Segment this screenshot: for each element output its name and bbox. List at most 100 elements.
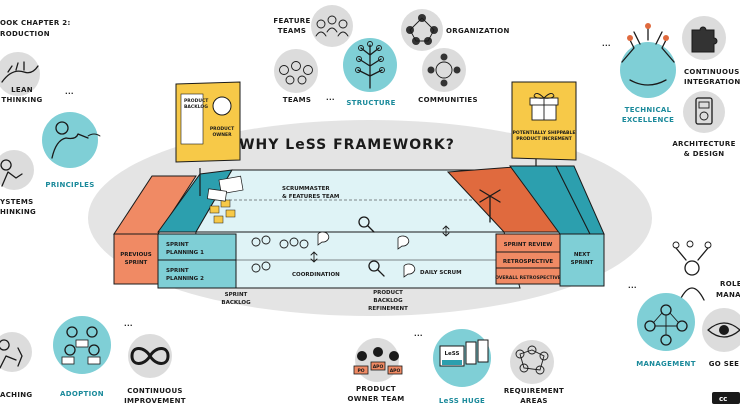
continuous-improvement-group: CONTINUOUS IMPROVEMENT [124, 334, 186, 405]
requirement-areas-label-2: AREAS [520, 397, 548, 405]
gift-box-icon [529, 93, 559, 121]
sprint-review-label: SPRINT REVIEW [504, 242, 553, 248]
main-title: WHY LeSS FRAMEWORK? [239, 137, 455, 153]
scrummaster-team: SCRUMMASTER & FEATURES TEAM [251, 186, 416, 278]
book-chapter-line-1: OOK CHAPTER 2: [0, 19, 71, 27]
puzzle-icon [691, 26, 718, 53]
magnifier-icon-1 [358, 216, 370, 228]
continuous-improvement-label-1: CONTINUOUS [127, 387, 183, 395]
management-label: MANAGEMENT [636, 360, 696, 368]
product-owner-sign-label-2: OWNER [212, 132, 232, 138]
license-badge: cc [712, 392, 740, 404]
up-down-arrows [310, 225, 450, 263]
requirement-areas-group: REQUIREMENT AREAS [504, 340, 564, 405]
technical-excellence-label-2: EXCELLENCE [622, 116, 674, 124]
feature-teams-label-2: TEAMS [278, 27, 306, 35]
next-sprint-side [555, 165, 605, 235]
sprint-planning-face [157, 233, 237, 289]
communities-label: COMMUNITIES [418, 96, 478, 104]
go-see-group: GO SEE [702, 308, 740, 368]
lean-thinking-label-1: LEAN [11, 86, 33, 94]
management-ellipsis: ... [628, 282, 637, 290]
next-sprint-face [559, 233, 605, 287]
lean-thinking-ellipsis: ... [65, 88, 74, 96]
sprint-planning-2-label-2: PLANNING 2 [166, 276, 204, 282]
scrummaster-label-2: & FEATURES TEAM [282, 194, 339, 200]
organization-group: ORGANIZATION [401, 9, 510, 51]
teams-ellipsis: ... [326, 94, 335, 102]
backlog-refinement-label-3: REFINEMENT [368, 306, 408, 312]
sprint-planning-1-label-1: SPRINT [166, 242, 189, 248]
backlog-refinement-label-2: BACKLOG [373, 298, 403, 304]
coaching-label: ACHING [0, 391, 32, 399]
less-huge-group: LeSS LeSS HUGE [433, 329, 491, 405]
communities-icon [427, 53, 461, 87]
team-heads-row-1 [251, 235, 309, 249]
product-owner-team-label-1: PRODUCT [356, 385, 396, 393]
coaching-icon [0, 339, 23, 369]
po-badge-2: APO [373, 364, 384, 370]
organization-icon [406, 14, 438, 45]
continuous-integration-label-1: CONTINUOUS [684, 68, 740, 76]
sprint-planning-1-label-2: PLANNING 1 [166, 250, 204, 256]
roles-label-2: MANA [716, 291, 740, 299]
po-badge-1: PO [357, 368, 364, 374]
product-owner-team-group: PO APO APO PRODUCT OWNER TEAM ... [347, 330, 422, 403]
increment-sign-label-1: POTENTIALLY SHIPPABLE [513, 130, 576, 136]
architecture-design-group: ARCHITECTURE & DESIGN [672, 91, 735, 158]
previous-sprint-label-2: SPRINT [125, 260, 148, 266]
organization-label: ORGANIZATION [446, 27, 510, 35]
backlog-refinement-group: PRODUCT BACKLOG REFINEMENT [368, 290, 408, 312]
structure-label: STRUCTURE [346, 99, 395, 107]
teams-label: TEAMS [283, 96, 311, 104]
sprint-backlog-group: SPRINT BACKLOG [221, 292, 251, 306]
principles-group: PRINCIPLES [42, 112, 101, 189]
go-see-label: GO SEE [709, 360, 740, 368]
communities-circle [422, 48, 466, 92]
less-huge-boxes-icon: LeSS [439, 339, 489, 367]
speech-bubble-1 [317, 231, 330, 246]
principles-circle [42, 112, 98, 168]
feature-teams-label-1: FEATURE [273, 17, 310, 25]
coaching-group: ACHING [0, 332, 32, 399]
next-sprint-label-1: NEXT [574, 252, 591, 258]
architecture-icon [695, 97, 713, 125]
technical-excellence-circle [620, 42, 676, 98]
continuous-integration-label-2: INTEGRATION [684, 78, 740, 86]
next-sprint-label-2: SPRINT [571, 260, 594, 266]
communities-group: COMMUNITIES [418, 48, 478, 104]
license-badge-text: cc [719, 395, 727, 403]
adoption-ellipsis: ... [124, 320, 133, 328]
product-owner-team-label-2: OWNER TEAM [347, 395, 404, 403]
principles-person-icon [51, 121, 101, 159]
requirement-areas-circle [510, 340, 554, 384]
increment-sign-board [511, 81, 577, 161]
sprint-backlog-label-1: SPRINT [225, 292, 248, 298]
lean-thinking-circle [0, 52, 40, 96]
teams-icon [279, 61, 313, 85]
windmill-icon [479, 189, 501, 223]
technical-excellence-label-1: TECHNICAL [625, 106, 672, 114]
sprint-backlog-label-2: BACKLOG [221, 300, 251, 306]
architecture-design-label-1: ARCHITECTURE [672, 140, 735, 148]
product-backlog-sign-label-2: BACKLOG [184, 104, 208, 110]
product-backlog-sign: PRODUCT BACKLOG PRODUCT OWNER [175, 81, 241, 196]
magnifier-icon-2 [368, 260, 380, 272]
lean-thinking-icon [1, 61, 39, 83]
license-badge-box [712, 392, 740, 404]
feature-teams-icon [315, 15, 349, 37]
daily-scrum-label: DAILY SCRUM [420, 270, 462, 276]
roles-label-1: ROLE [720, 280, 740, 288]
systems-thinking-icon [0, 159, 23, 187]
product-owner-face-icon [212, 96, 232, 116]
lean-thinking-label-2: THINKING [1, 96, 42, 104]
management-network-icon [644, 304, 688, 346]
teams-group: TEAMS ... [274, 49, 335, 104]
po-badge-3: APO [390, 368, 401, 374]
less-huge-label: LeSS HUGE [439, 397, 485, 405]
previous-sprint-top [113, 175, 197, 235]
systems-thinking-label-2: HINKING [0, 208, 36, 216]
infinity-icon [130, 347, 170, 365]
